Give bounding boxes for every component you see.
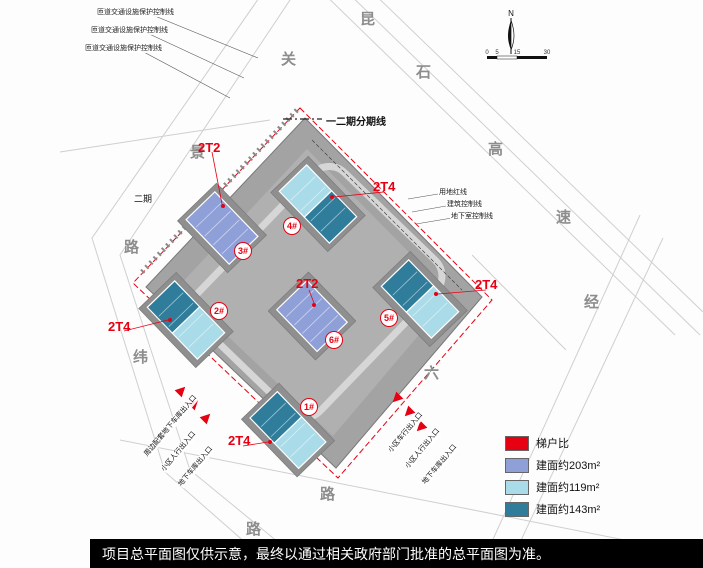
building-1: [240, 382, 336, 478]
entrance-marker-icon: [404, 405, 416, 417]
legend-swatch: [505, 501, 529, 517]
building-5: [372, 250, 468, 348]
legend-row: 建面约203m²: [505, 457, 600, 473]
legend-label: 建面约203m²: [536, 460, 601, 472]
legend-swatch: [505, 479, 529, 495]
scale-tick-label: 0: [485, 50, 489, 56]
building-4: [270, 155, 366, 253]
north-arrow-icon: N: [508, 9, 515, 54]
legend-row: 梯户比: [505, 435, 600, 451]
entrance-marker-icon: [174, 386, 186, 398]
scale-tick-label: 15: [514, 50, 521, 56]
protection-hatch: [140, 108, 299, 274]
red-leader-lines: [123, 151, 487, 447]
footer-note-text: 项目总平面图仅供示意，最终以通过相关政府部门批准的总平面图为准。: [102, 545, 550, 562]
phase-line-label: 一二期分期线: [326, 117, 386, 128]
property-red-line: [132, 107, 493, 479]
legend-swatch: [505, 435, 529, 451]
entrance-marker-icon: [416, 420, 428, 432]
north-label: N: [508, 9, 514, 18]
legend: 梯户比建面约203m² 建面约119m² 建面约143m²: [505, 435, 600, 523]
entrance-marker-icon: [199, 413, 211, 425]
scale-tick-label: 5: [495, 50, 499, 56]
legend-swatch: [505, 457, 529, 473]
basement-control-line: [311, 139, 463, 291]
entrance-marker-icon: [187, 399, 199, 411]
scale-tick-label: 30: [544, 50, 551, 56]
road-lines: [59, 0, 703, 568]
legend-row: 建面约143m²: [505, 501, 600, 517]
legend-label: 建面约119m²: [536, 482, 600, 494]
legend-row: 建面约119m²: [505, 479, 600, 495]
phase2-area-label: 二期: [134, 194, 153, 204]
red-leader-dots: [168, 195, 438, 444]
legend-label: 梯户比: [536, 438, 569, 450]
legend-label: 建面约143m²: [536, 504, 601, 516]
legend-items: 梯户比建面约203m² 建面约119m² 建面约143m²: [505, 435, 600, 517]
footer-bar: 项目总平面图仅供示意，最终以通过相关政府部门批准的总平面图为准。: [90, 539, 703, 568]
annotation-leader-lines: [139, 13, 453, 225]
